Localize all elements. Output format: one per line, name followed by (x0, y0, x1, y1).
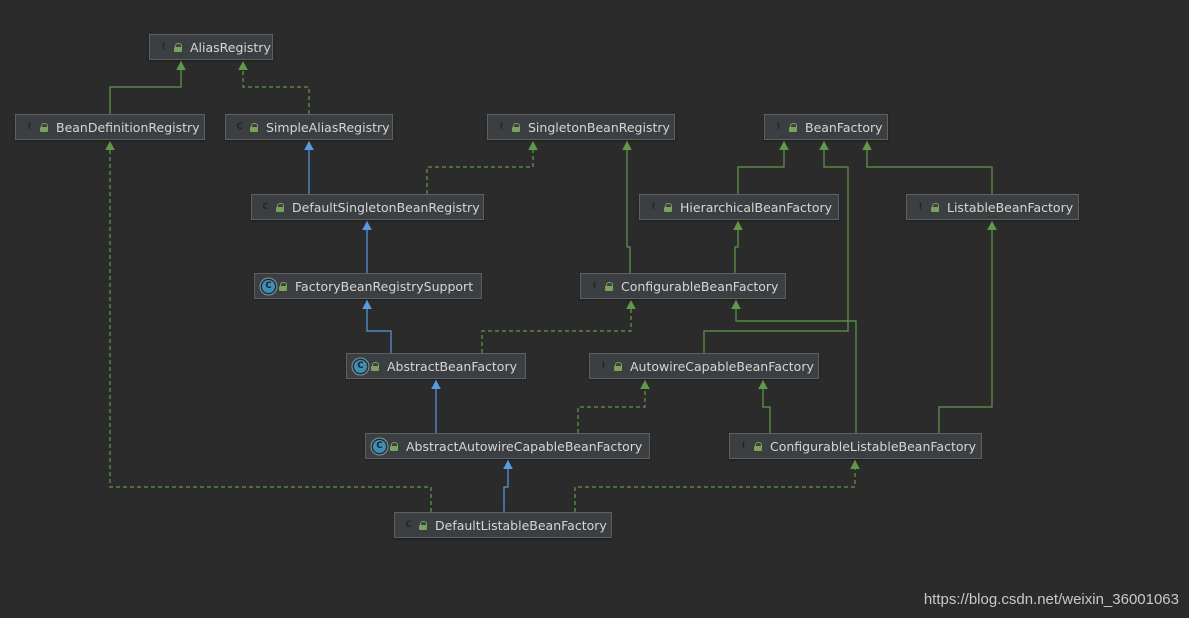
public-lock-icon (614, 361, 623, 371)
interface-icon: I (499, 122, 504, 132)
edge-configurable-listable-bean-factory-to-listable-bean-factory (938, 221, 993, 433)
public-lock-icon (931, 202, 940, 212)
node-label: AbstractBeanFactory (387, 358, 517, 374)
node-abstract-autowire-capable-bean-factory[interactable]: C AbstractAutowireCapableBeanFactory (365, 433, 650, 459)
public-lock-icon (250, 122, 259, 132)
arrowhead-abstract-bean-factory-to-factory-bean-registry-support (362, 300, 372, 309)
edge-bean-definition-registry-to-alias-registry (109, 61, 182, 127)
abstract-class-icon: C (354, 359, 367, 373)
arrowhead-configurable-listable-bean-factory-to-listable-bean-factory (987, 221, 997, 230)
public-lock-icon (276, 202, 285, 212)
node-configurable-listable-bean-factory[interactable]: I ConfigurableListableBeanFactory (729, 433, 982, 459)
arrowhead-bean-definition-registry-to-alias-registry (176, 61, 186, 70)
arrowhead-autowire-capable-bean-factory-to-bean-factory (819, 141, 829, 150)
node-label: FactoryBeanRegistrySupport (295, 278, 474, 294)
node-abstract-bean-factory[interactable]: C AbstractBeanFactory (346, 353, 526, 379)
abstract-class-icon: C (373, 439, 386, 453)
node-simple-alias-registry[interactable]: C SimpleAliasRegistry (225, 114, 393, 140)
edge-configurable-listable-bean-factory-to-autowire-capable-bean-factory (762, 380, 771, 433)
node-bean-factory[interactable]: I BeanFactory (764, 114, 888, 140)
arrowhead-hierarchical-bean-factory-to-bean-factory (779, 141, 789, 150)
class-icon: C (405, 520, 412, 530)
public-lock-icon (664, 202, 673, 212)
interface-icon: I (161, 42, 166, 52)
public-lock-icon (40, 122, 49, 132)
arrowhead-simple-alias-registry-to-alias-registry (238, 61, 248, 70)
edge-hierarchical-bean-factory-to-bean-factory (737, 141, 785, 194)
arrowhead-default-singleton-bean-registry-to-simple-alias-registry (304, 141, 314, 150)
edge-simple-alias-registry-to-alias-registry (242, 61, 310, 114)
node-bean-definition-registry[interactable]: I BeanDefinitionRegistry (15, 114, 205, 140)
public-lock-icon (174, 42, 183, 52)
arrowhead-listable-bean-factory-to-bean-factory (862, 141, 872, 150)
interface-icon: I (741, 441, 746, 451)
edge-abstract-bean-factory-to-configurable-bean-factory (481, 300, 632, 353)
edge-configurable-listable-bean-factory-to-configurable-bean-factory (735, 300, 857, 433)
node-label: ConfigurableListableBeanFactory (770, 438, 977, 454)
public-lock-icon (512, 122, 521, 132)
public-lock-icon (371, 361, 380, 371)
node-default-singleton-bean-registry[interactable]: C DefaultSingletonBeanRegistry (251, 194, 484, 220)
node-label: AbstractAutowireCapableBeanFactory (406, 438, 643, 454)
node-label: BeanDefinitionRegistry (56, 119, 200, 135)
class-icon: C (236, 122, 243, 132)
node-factory-bean-registry-support[interactable]: C FactoryBeanRegistrySupport (254, 273, 482, 299)
class-icon: C (262, 202, 269, 212)
arrowhead-abstract-autowire-capable-bean-factory-to-abstract-bean-factory (431, 380, 441, 389)
public-lock-icon (419, 520, 428, 530)
public-lock-icon (605, 281, 614, 291)
node-alias-registry[interactable]: I AliasRegistry (149, 34, 273, 60)
node-label: HierarchicalBeanFactory (680, 199, 833, 215)
node-autowire-capable-bean-factory[interactable]: I AutowireCapableBeanFactory (589, 353, 819, 379)
public-lock-icon (789, 122, 798, 132)
node-singleton-bean-registry[interactable]: I SingletonBeanRegistry (487, 114, 675, 140)
node-label: AutowireCapableBeanFactory (630, 358, 814, 374)
node-configurable-bean-factory[interactable]: I ConfigurableBeanFactory (580, 273, 786, 299)
edge-autowire-capable-bean-factory-to-bean-factory (703, 141, 849, 353)
edge-abstract-autowire-capable-bean-factory-to-autowire-capable-bean-factory (577, 380, 646, 433)
arrowhead-default-listable-bean-factory-to-configurable-listable-bean-factory (850, 460, 860, 469)
edge-abstract-bean-factory-to-factory-bean-registry-support (366, 300, 392, 353)
node-label: BeanFactory (805, 119, 883, 135)
interface-icon: I (776, 122, 781, 132)
public-lock-icon (390, 441, 399, 451)
interface-icon: I (27, 122, 32, 132)
node-label: AliasRegistry (190, 39, 271, 55)
edge-default-listable-bean-factory-to-bean-definition-registry (109, 141, 432, 512)
arrowhead-configurable-listable-bean-factory-to-autowire-capable-bean-factory (758, 380, 768, 389)
arrowhead-default-singleton-bean-registry-to-singleton-bean-registry (528, 141, 538, 150)
arrowhead-factory-bean-registry-support-to-default-singleton-bean-registry (362, 221, 372, 230)
arrowhead-configurable-bean-factory-to-singleton-bean-registry (622, 141, 632, 150)
interface-icon: I (592, 281, 597, 291)
interface-icon: I (601, 361, 606, 371)
edge-default-listable-bean-factory-to-configurable-listable-bean-factory (574, 460, 856, 512)
edge-default-listable-bean-factory-to-abstract-autowire-capable-bean-factory (503, 460, 509, 512)
node-default-listable-bean-factory[interactable]: C DefaultListableBeanFactory (394, 512, 612, 538)
public-lock-icon (279, 281, 288, 291)
edge-listable-bean-factory-to-bean-factory (866, 141, 993, 194)
arrowhead-configurable-bean-factory-to-hierarchical-bean-factory (733, 221, 743, 230)
node-label: DefaultListableBeanFactory (435, 517, 607, 533)
arrowhead-abstract-bean-factory-to-configurable-bean-factory (626, 300, 636, 309)
edge-configurable-bean-factory-to-hierarchical-bean-factory (734, 221, 739, 273)
interface-icon: I (651, 202, 656, 212)
edge-default-singleton-bean-registry-to-singleton-bean-registry (426, 141, 534, 194)
node-label: SingletonBeanRegistry (528, 119, 670, 135)
node-label: ConfigurableBeanFactory (621, 278, 779, 294)
arrowhead-abstract-autowire-capable-bean-factory-to-autowire-capable-bean-factory (640, 380, 650, 389)
watermark-url: https://blog.csdn.net/weixin_36001063 (923, 591, 1179, 608)
node-label: DefaultSingletonBeanRegistry (292, 199, 480, 215)
node-listable-bean-factory[interactable]: I ListableBeanFactory (906, 194, 1079, 220)
node-label: SimpleAliasRegistry (266, 119, 390, 135)
edge-configurable-bean-factory-to-singleton-bean-registry (626, 141, 631, 273)
public-lock-icon (754, 441, 763, 451)
abstract-class-icon: C (262, 279, 275, 293)
arrowhead-default-listable-bean-factory-to-abstract-autowire-capable-bean-factory (503, 460, 513, 469)
node-label: ListableBeanFactory (947, 199, 1074, 215)
arrowhead-configurable-listable-bean-factory-to-configurable-bean-factory (731, 300, 741, 309)
interface-icon: I (918, 202, 923, 212)
arrowhead-default-listable-bean-factory-to-bean-definition-registry (105, 141, 115, 150)
node-hierarchical-bean-factory[interactable]: I HierarchicalBeanFactory (639, 194, 839, 220)
